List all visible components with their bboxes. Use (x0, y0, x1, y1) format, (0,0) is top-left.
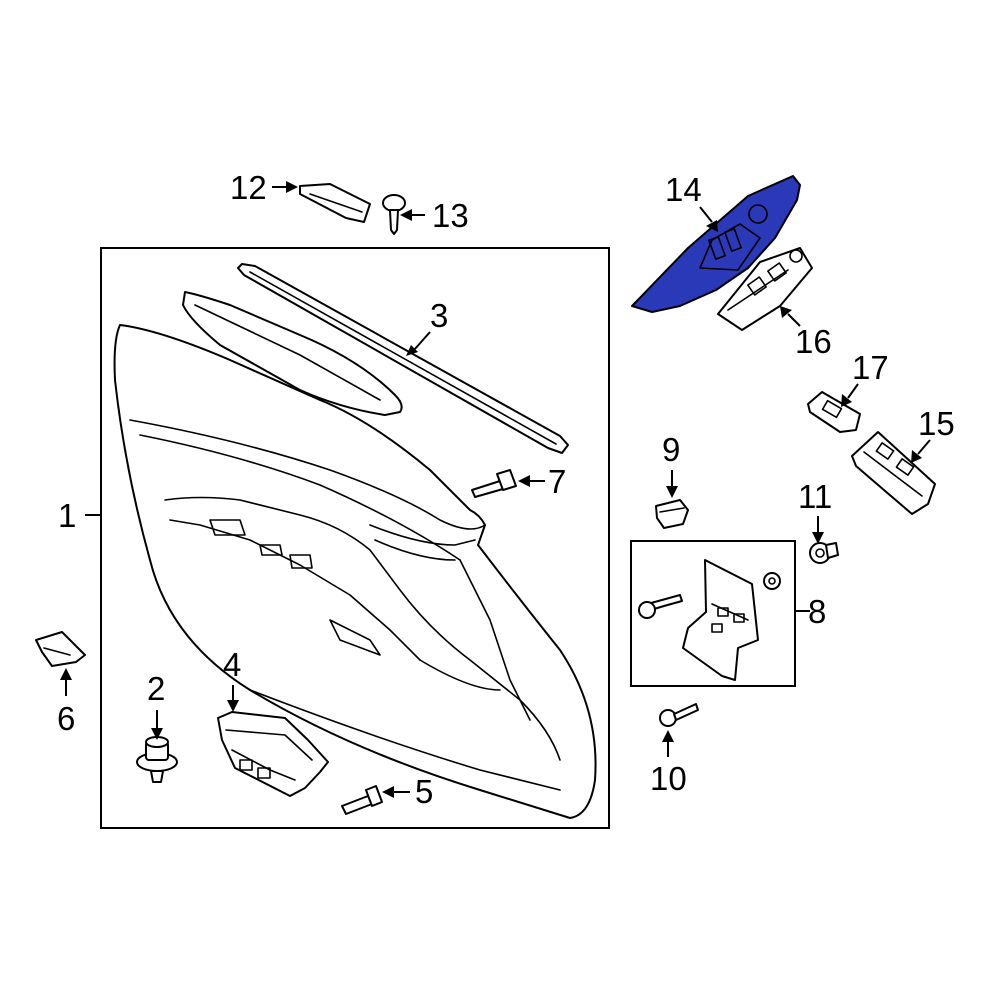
part-9-clip-nut[interactable] (655, 499, 689, 529)
callout-6: 6 (57, 700, 75, 737)
callout-4: 4 (223, 646, 241, 683)
callout-12: 12 (230, 169, 267, 206)
callout-5: 5 (415, 773, 433, 810)
callout-1: 1 (58, 497, 76, 534)
part-2-push-clip[interactable] (136, 736, 178, 783)
callout-17: 17 (852, 349, 889, 386)
callout-13: 13 (432, 197, 469, 234)
part-10-screw[interactable] (659, 703, 699, 727)
part-14-fill (631, 175, 801, 313)
part-8-bracket-assembly[interactable] (638, 559, 781, 681)
part-5-bolt[interactable] (341, 785, 383, 815)
part-17-switch[interactable] (807, 391, 861, 433)
part-11-nut[interactable] (809, 542, 839, 564)
part-4-pull-handle-bezel[interactable] (217, 711, 329, 797)
door-panel-group-frame (100, 247, 610, 829)
part-1-door-trim-panel[interactable] (113, 324, 597, 819)
part-12-cover-cap[interactable] (299, 183, 371, 223)
part-7-bolt[interactable] (471, 469, 517, 498)
callout-14: 14 (665, 171, 702, 208)
callout-labels: 1 2 3 4 5 6 7 8 9 10 11 12 13 14 15 16 1… (57, 169, 955, 810)
leader-lines (60, 181, 931, 798)
callout-16: 16 (795, 323, 832, 360)
part-14-switch-bezel[interactable] (631, 175, 801, 313)
part-13-screw[interactable] (382, 194, 406, 235)
part-15-window-switch[interactable] (851, 431, 936, 515)
callout-7: 7 (548, 463, 566, 500)
part-6-bracket[interactable] (35, 631, 86, 667)
callout-10: 10 (650, 760, 687, 797)
callout-9: 9 (662, 431, 680, 468)
part-3-belt-weatherstrip[interactable] (237, 263, 569, 454)
callout-11: 11 (798, 478, 832, 515)
part-16-master-switch[interactable] (717, 247, 813, 331)
callout-2: 2 (147, 670, 165, 707)
callout-8: 8 (808, 593, 826, 630)
part-armrest-trim-strip[interactable] (182, 291, 403, 416)
callout-3: 3 (430, 297, 448, 334)
bracket-group-frame (630, 540, 796, 687)
callout-15: 15 (918, 405, 955, 442)
